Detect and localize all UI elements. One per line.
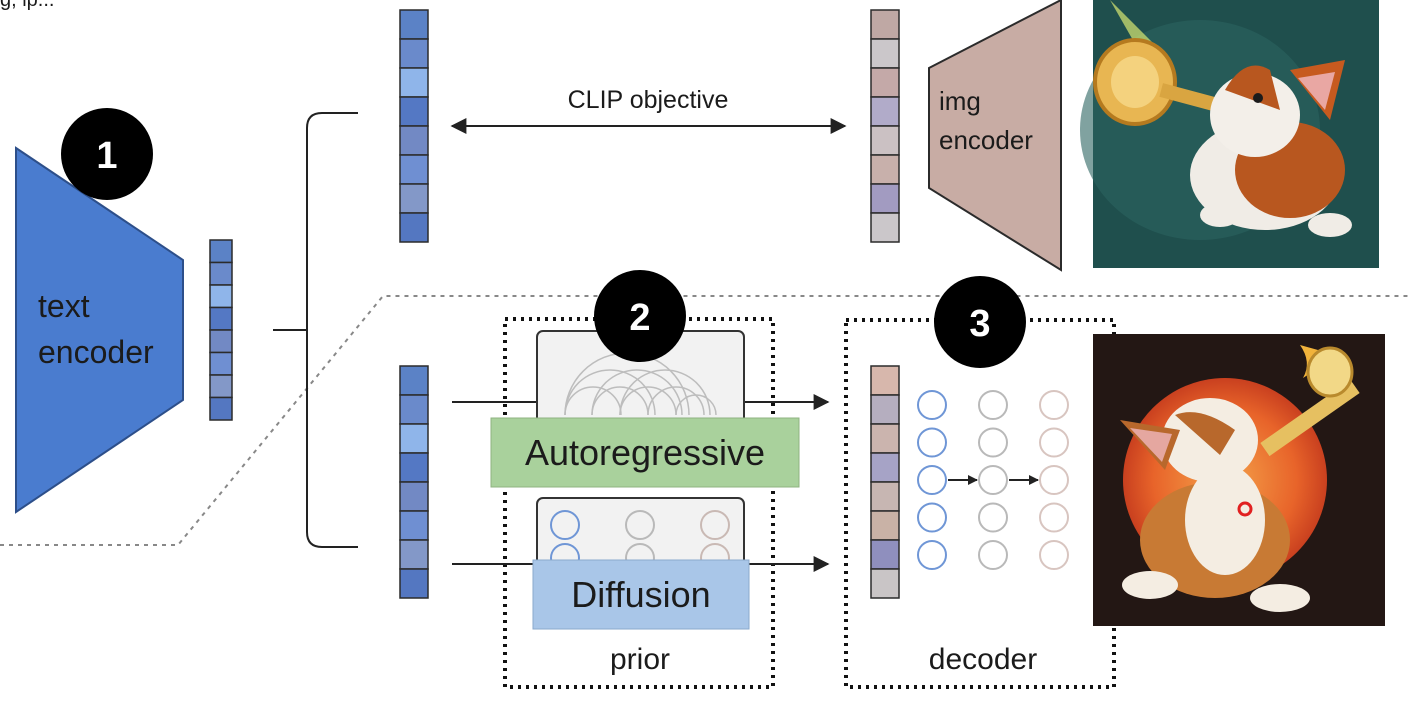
decoder-embedding-cell [870, 452, 900, 483]
decoder-neuron [917, 390, 947, 420]
autoregressive-label-bg [490, 417, 800, 488]
decoder-box: decoder [844, 318, 1116, 689]
small-text-embedding-cell [209, 284, 233, 309]
header-fragment: g, ip... [0, 0, 54, 11]
decoder-embedding [870, 365, 900, 599]
prior-input-text-embedding-cell [399, 452, 429, 483]
decoder-embedding-cell [870, 423, 900, 454]
diffusion-label-bg [532, 559, 750, 630]
img-encoder-label-line2: encoder [939, 125, 1033, 155]
decoder-neuron [917, 540, 947, 570]
clip-text-embedding-cell [399, 96, 429, 127]
clip-image-embedding [870, 9, 900, 243]
corgi-trumpet-image-top [1080, 0, 1379, 268]
clip-text-embedding [399, 9, 429, 243]
img-encoder-label-line1: img [939, 86, 981, 116]
prior-input-text-embedding-cell [399, 423, 429, 454]
small-text-embedding-cell [209, 396, 233, 421]
clip-text-embedding-cell [399, 38, 429, 69]
prior-input-text-embedding-cell [399, 510, 429, 541]
step-1-number: 1 [96, 135, 117, 177]
prior-input-text-embedding-cell [399, 568, 429, 599]
clip-image-embedding-cell [870, 67, 900, 98]
prior-input-text-embedding [399, 365, 429, 599]
small-text-embedding-cell [209, 261, 233, 286]
clip-objective-arrow: CLIP objective [450, 86, 847, 134]
corgi-trumpet-image-bottom [1093, 334, 1385, 626]
clip-text-embedding-cell [399, 212, 429, 243]
prior-box: Autoregressive Diffusion prior [452, 317, 830, 689]
decoder-neuron [1039, 502, 1069, 533]
clip-image-embedding-cell [870, 154, 900, 185]
clip-image-embedding-cell [870, 38, 900, 69]
decoder-neuron [978, 427, 1008, 458]
small-text-embedding [209, 239, 233, 421]
diffusion-nodes [550, 510, 730, 573]
decoder-embedding-cell [870, 481, 900, 512]
img-encoder: img encoder [928, 0, 1062, 272]
step-badge-2: 2 [594, 270, 686, 362]
small-text-embedding-cell [209, 374, 233, 399]
diffusion-label: Diffusion [571, 574, 710, 615]
step-3-number: 3 [969, 303, 990, 345]
decoder-embedding-cell [870, 365, 900, 396]
img-encoder-shape [928, 0, 1062, 272]
decoder-caption: decoder [929, 643, 1037, 676]
decoder-neuron [978, 390, 1008, 420]
decoder-neuron [1039, 427, 1069, 458]
decoder-embedding-cell [870, 539, 900, 570]
decoder-neuron [1039, 465, 1069, 495]
small-text-embedding-cell [209, 329, 233, 354]
clip-image-embedding-cell [870, 96, 900, 127]
text-encoder-shape [15, 146, 184, 514]
decoder-neuron [1039, 390, 1069, 420]
text-encoder: text encoder [15, 146, 184, 514]
prior-caption: prior [610, 643, 670, 676]
decoder-embedding-cell [870, 394, 900, 425]
bracket [273, 112, 358, 548]
clip-image-embedding-cell [870, 212, 900, 243]
decoder-neuron [978, 540, 1008, 570]
small-text-embedding-cell [209, 239, 233, 264]
clip-text-embedding-cell [399, 67, 429, 98]
prior-input-text-embedding-cell [399, 539, 429, 570]
text-encoder-label-line1: text [38, 288, 90, 324]
decoder-neuron [917, 502, 947, 533]
clip-text-embedding-cell [399, 154, 429, 185]
attention-arcs [564, 352, 717, 416]
clip-image-embedding-cell [870, 183, 900, 214]
small-text-embedding-cell [209, 306, 233, 331]
decoder-neuron [917, 427, 947, 458]
decoder-embedding-cell [870, 568, 900, 599]
clip-text-embedding-cell [399, 125, 429, 156]
step-badge-1: 1 [61, 108, 153, 200]
text-encoder-label-line2: encoder [38, 334, 154, 370]
small-text-embedding-cell [209, 351, 233, 376]
step-2-number: 2 [629, 297, 650, 339]
decoder-embedding-cell [870, 510, 900, 541]
prior-input-text-embedding-cell [399, 394, 429, 425]
clip-image-embedding-cell [870, 9, 900, 40]
clip-image-embedding-cell [870, 125, 900, 156]
prior-input-text-embedding-cell [399, 481, 429, 512]
decoder-neuron [1039, 540, 1069, 570]
clip-text-embedding-cell [399, 9, 429, 40]
decoder-neurons [917, 390, 1069, 570]
decoder-neuron [978, 502, 1008, 533]
clip-objective-label: CLIP objective [568, 86, 729, 114]
decoder-neuron [978, 465, 1008, 495]
step-badge-3: 3 [934, 276, 1026, 368]
decoder-neuron [917, 465, 947, 495]
prior-input-text-embedding-cell [399, 365, 429, 396]
clip-text-embedding-cell [399, 183, 429, 214]
autoregressive-label: Autoregressive [525, 432, 765, 473]
